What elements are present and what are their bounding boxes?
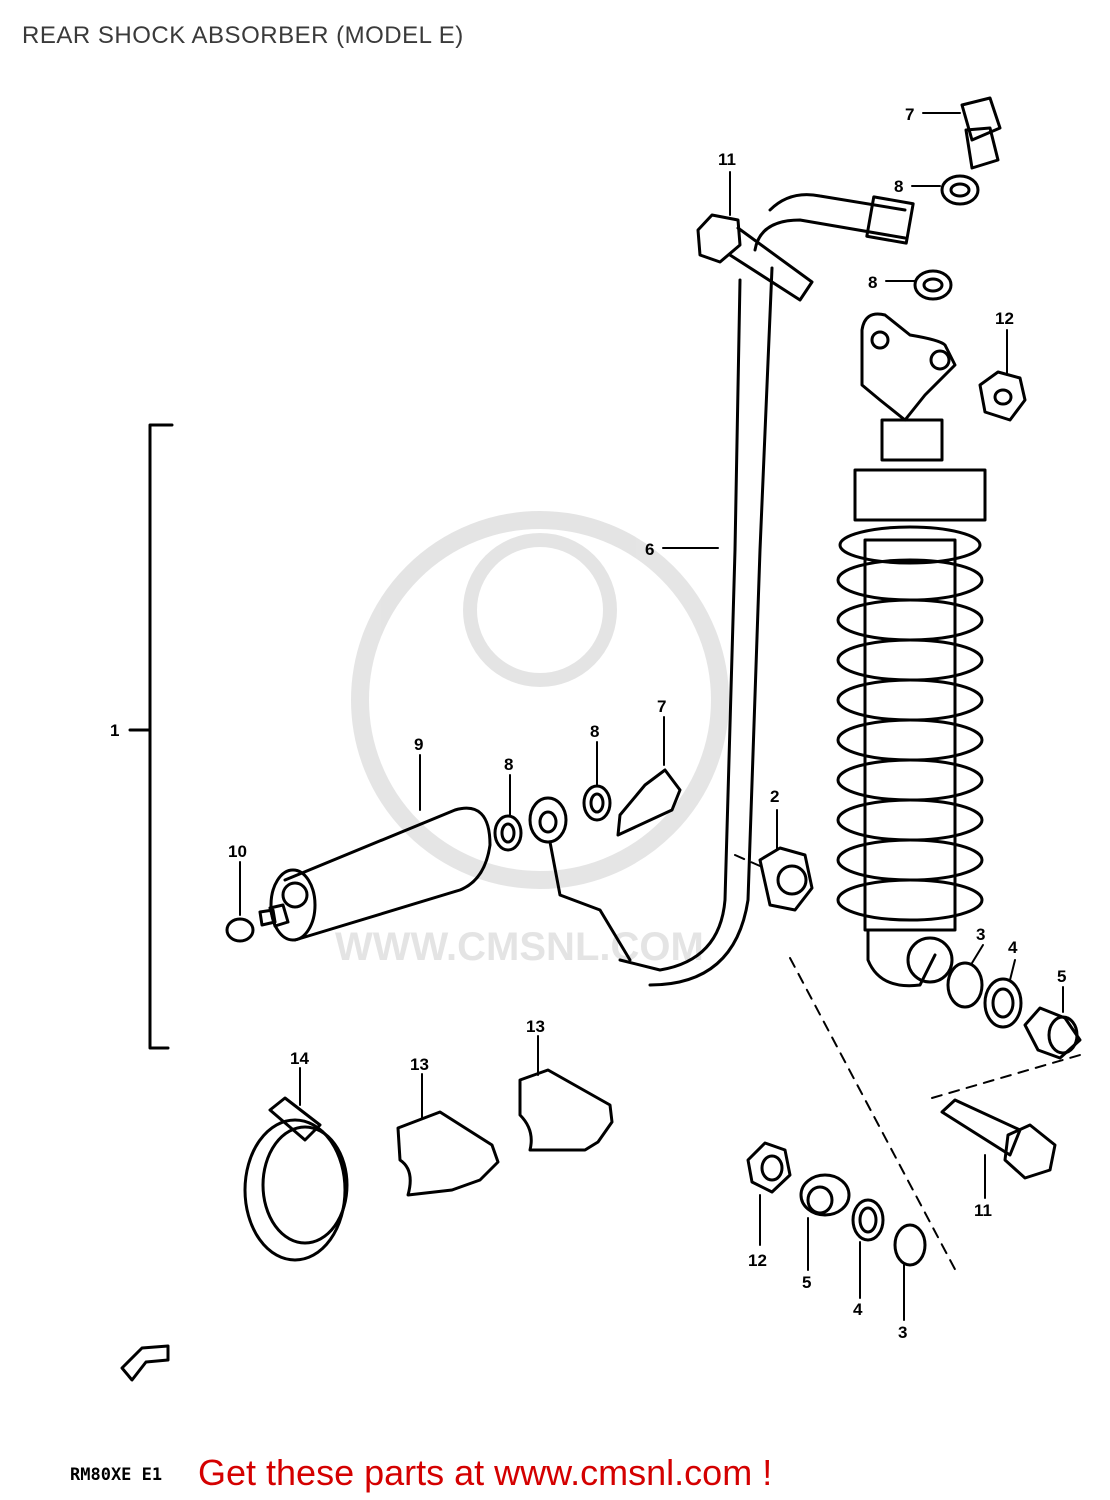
washer-lower-2 xyxy=(582,784,612,822)
reservoir-cap xyxy=(225,917,255,943)
diagram-title: REAR SHOCK ABSORBER (MODEL E) xyxy=(22,22,464,49)
callout-13-left: 13 xyxy=(410,1055,429,1074)
callout-12-lower: 12 xyxy=(748,1251,767,1270)
rubber-mount-right xyxy=(518,1068,614,1152)
callout-2: 2 xyxy=(770,787,779,806)
banjo-bolt-lower xyxy=(616,768,682,837)
bolt-upper xyxy=(696,213,814,302)
callout-12-upper: 12 xyxy=(995,309,1014,328)
callout-4-lower: 4 xyxy=(853,1300,863,1319)
nut-lower xyxy=(746,1141,792,1194)
seal-right xyxy=(983,977,1023,1029)
callout-3-upper: 3 xyxy=(976,925,985,944)
watermark-text: WWW.CMSNL.COM xyxy=(335,925,704,969)
bolt-lower xyxy=(940,1098,1057,1180)
callout-6: 6 xyxy=(645,540,654,559)
parts-link-text[interactable]: Get these parts at www.cmsnl.com ! xyxy=(198,1452,773,1493)
callout-5-lower: 5 xyxy=(802,1273,811,1292)
callout-11-lower: 11 xyxy=(974,1201,992,1220)
callout-13-right: 13 xyxy=(526,1017,545,1036)
callout-10: 10 xyxy=(228,842,247,861)
callout-5-upper: 5 xyxy=(1057,967,1066,986)
collar-right xyxy=(1023,1006,1082,1060)
assembly-bracket xyxy=(128,423,174,1050)
callout-9: 9 xyxy=(414,735,423,754)
banjo-fitting-lower xyxy=(528,796,632,962)
oring-right xyxy=(946,961,984,1009)
callout-8-upper-2: 8 xyxy=(868,273,877,292)
oring-lower xyxy=(893,1223,927,1267)
washer-upper-2 xyxy=(913,269,953,301)
callout-3-lower: 3 xyxy=(898,1323,907,1342)
callout-4-upper: 4 xyxy=(1008,938,1018,957)
callout-14: 14 xyxy=(290,1049,309,1068)
callout-8-lower-1: 8 xyxy=(504,755,513,774)
seal-lower xyxy=(851,1198,885,1242)
callout-7-lower: 7 xyxy=(657,697,666,716)
mount-line xyxy=(734,854,1081,1276)
callout-8-lower-2: 8 xyxy=(590,722,599,741)
rubber-mount-left xyxy=(396,1110,500,1197)
nut-upper xyxy=(978,370,1027,422)
leader-lines xyxy=(239,112,1064,1321)
model-code: RM80XE E1 xyxy=(70,1465,163,1485)
watermark: WWW.CMSNL.COM xyxy=(335,511,729,969)
shock-absorber xyxy=(836,312,987,988)
banjo-bolt-upper xyxy=(960,96,1002,170)
reservoir-hose xyxy=(618,193,915,987)
callout-1: 1 xyxy=(110,721,119,740)
bushing xyxy=(758,846,814,912)
callout-labels: 1 2 3 3 4 4 5 5 6 7 7 8 8 8 8 9 10 11 11… xyxy=(110,105,1066,1342)
reservoir-cylinder xyxy=(258,806,492,942)
callout-7-upper: 7 xyxy=(905,105,914,124)
callout-11-upper: 11 xyxy=(718,150,736,169)
callout-8-upper-1: 8 xyxy=(894,177,903,196)
collar-lower xyxy=(799,1173,851,1217)
orientation-arrow-icon xyxy=(120,1344,170,1382)
washer-lower-1 xyxy=(493,814,523,852)
hose-clamp xyxy=(243,1096,349,1262)
washer-upper-1 xyxy=(940,174,980,206)
